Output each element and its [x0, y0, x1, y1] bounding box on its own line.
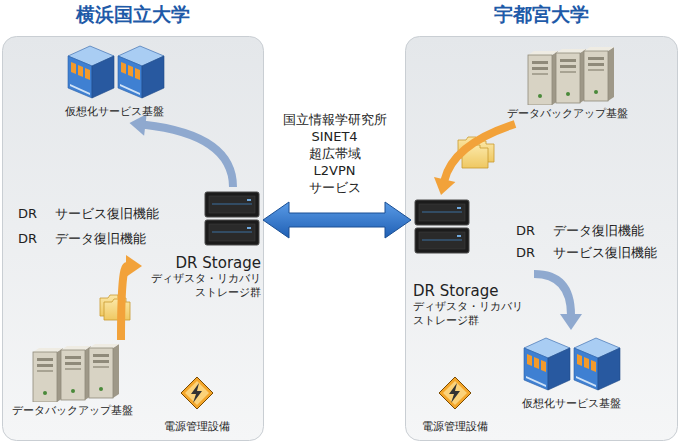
network-link-arrow [263, 202, 411, 238]
flow-arrow [534, 274, 582, 330]
node-label: データバックアップ基盤 [505, 107, 629, 121]
arrow-shaft [144, 125, 233, 187]
storage-array-icon [203, 190, 261, 248]
function-label: DR サービス復旧機能 [18, 205, 159, 222]
link-label: 国立情報学研究所 SINET4 超広帯域 L2VPN サービス [279, 111, 391, 196]
storage-title: DR Storage [413, 282, 531, 300]
backup-server-icon [512, 45, 622, 105]
double-arrow-body [263, 202, 411, 238]
virtual-server-icon [60, 41, 170, 101]
panel-shape [406, 37, 678, 441]
storage-title: DR Storage [145, 254, 261, 272]
arrow-head [434, 177, 455, 195]
storage-icon-box [145, 190, 261, 248]
function-label: DR サービス復旧機能 [516, 244, 657, 261]
flow-arrow [130, 114, 234, 187]
flow-arrow [121, 255, 142, 340]
arrow-head [126, 255, 142, 277]
backup-platform: データバックアップ基盤 [505, 45, 629, 121]
virtualization-platform: 仮想化サービス基盤 [52, 41, 177, 119]
power-icon-box [415, 376, 495, 410]
dr-storage: DR Storageディザスタ・リカバリ ストレージ群 [413, 198, 531, 328]
node-label: データバックアップ基盤 [8, 404, 136, 418]
panel-backgrounds [3, 37, 678, 441]
university-title: 宇都宮大学 [405, 2, 678, 28]
virt-icon-box [515, 333, 627, 393]
power-management: 電源管理設備 [152, 376, 242, 434]
power-icon [438, 376, 472, 410]
arrow-shaft [534, 274, 571, 315]
backup-icon-box [505, 45, 629, 105]
power-management: 電源管理設備 [415, 376, 495, 434]
power-icon-box [152, 376, 242, 410]
virtualization-platform: 仮想化サービス基盤 [515, 333, 627, 411]
backup-server-icon [17, 342, 127, 402]
backup-platform: データバックアップ基盤 [8, 342, 136, 418]
node-label: ディザスタ・リカバリ ストレージ群 [413, 300, 531, 328]
storage-array-icon [413, 198, 471, 256]
node-label: ディザスタ・リカバリ ストレージ群 [145, 272, 261, 300]
backup-icon-box [8, 342, 136, 402]
node-label: 仮想化サービス基盤 [515, 397, 627, 411]
function-label: DR データ復旧機能 [18, 230, 146, 247]
panel-shape [3, 37, 264, 441]
university-title: 横浜国立大学 [2, 2, 264, 28]
arrow-head [560, 314, 582, 330]
arrow-shaft [444, 124, 515, 180]
university-panel: 宇都宮大学データバックアップ基盤DR Storageディザスタ・リカバリ ストレ… [405, 36, 678, 441]
node-label: 電源管理設備 [415, 420, 495, 434]
arrow-shaft [121, 266, 127, 340]
flow-arrow [434, 124, 515, 195]
node-label: 仮想化サービス基盤 [52, 105, 177, 119]
node-label: 電源管理設備 [152, 420, 242, 434]
power-icon [180, 376, 214, 410]
function-label: DR データ復旧機能 [516, 222, 644, 239]
virt-icon-box [52, 41, 177, 101]
storage-icon-box [413, 198, 531, 256]
dr-storage: DR Storageディザスタ・リカバリ ストレージ群 [145, 190, 261, 300]
virtual-server-icon [516, 333, 626, 393]
